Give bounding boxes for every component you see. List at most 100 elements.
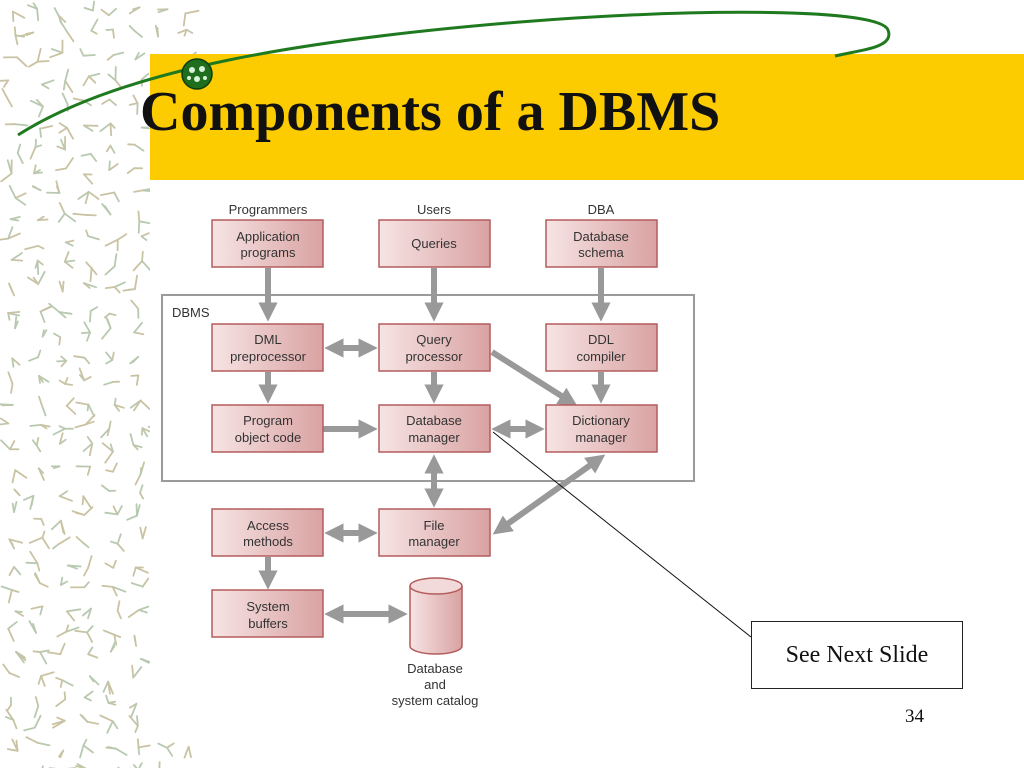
pattern-stroke xyxy=(36,562,41,572)
node-label-line: manager xyxy=(575,430,627,445)
pattern-stroke xyxy=(89,153,98,163)
pattern-stroke xyxy=(112,559,117,569)
pattern-stroke xyxy=(82,541,90,549)
pattern-stroke xyxy=(101,584,114,588)
pattern-stroke xyxy=(40,79,55,86)
pattern-stroke xyxy=(65,157,74,170)
pattern-stroke xyxy=(106,720,114,734)
pattern-stroke xyxy=(113,191,120,203)
pattern-stroke xyxy=(59,642,66,656)
pattern-stroke xyxy=(6,748,19,752)
pattern-stroke xyxy=(87,653,99,659)
pattern-stroke xyxy=(8,538,24,544)
pattern-stroke xyxy=(116,542,125,552)
pattern-stroke xyxy=(87,403,96,418)
pattern-stroke xyxy=(109,443,114,453)
pattern-stroke xyxy=(72,212,88,216)
pattern-stroke xyxy=(58,490,69,498)
pattern-stroke xyxy=(9,215,21,221)
pattern-stroke xyxy=(154,24,159,38)
header-dba: DBA xyxy=(588,202,615,217)
pattern-stroke xyxy=(35,436,40,447)
pattern-stroke xyxy=(185,28,194,34)
pattern-stroke xyxy=(39,582,49,588)
pattern-stroke xyxy=(137,210,141,223)
pattern-stroke xyxy=(74,423,87,429)
pattern-stroke xyxy=(104,450,114,464)
pattern-stroke xyxy=(15,650,25,664)
pattern-stroke xyxy=(63,691,67,701)
pattern-stroke xyxy=(104,511,119,516)
pattern-stroke xyxy=(127,609,140,618)
pattern-stroke xyxy=(60,576,64,586)
pattern-stroke xyxy=(87,190,100,200)
pattern-stroke xyxy=(59,519,65,534)
pattern-stroke xyxy=(8,538,14,546)
pattern-stroke xyxy=(102,680,109,693)
pattern-stroke xyxy=(35,99,44,108)
pattern-stroke xyxy=(32,622,37,634)
node-dictionary-manager: Dictionary manager xyxy=(545,404,658,453)
pattern-stroke xyxy=(65,626,80,633)
pattern-stroke xyxy=(128,6,141,15)
node-file-manager: File manager xyxy=(378,508,491,557)
pattern-stroke xyxy=(32,276,40,285)
pattern-stroke xyxy=(87,607,92,620)
pattern-stroke xyxy=(83,581,90,589)
pattern-stroke xyxy=(38,375,41,384)
node-label-line: Query xyxy=(416,332,452,347)
arrows-group xyxy=(258,268,611,624)
pattern-stroke xyxy=(33,705,40,719)
pattern-stroke xyxy=(7,371,14,385)
pattern-stroke xyxy=(89,306,99,312)
pattern-stroke xyxy=(13,488,21,497)
pattern-stroke xyxy=(109,645,116,653)
pattern-stroke xyxy=(59,19,68,33)
pattern-stroke xyxy=(112,462,118,473)
pattern-stroke xyxy=(62,79,67,91)
pattern-stroke xyxy=(22,494,35,501)
pattern-stroke xyxy=(101,484,111,492)
pattern-stroke xyxy=(52,427,67,436)
pattern-stroke xyxy=(130,702,138,718)
pattern-stroke xyxy=(0,439,11,451)
pattern-stroke xyxy=(64,376,69,385)
pattern-stroke xyxy=(107,702,117,706)
pattern-stroke xyxy=(139,466,143,475)
pattern-stroke xyxy=(101,202,112,216)
pattern-stroke xyxy=(113,253,118,268)
pattern-stroke xyxy=(58,379,67,385)
pattern-stroke xyxy=(33,714,42,729)
pattern-stroke xyxy=(39,127,42,138)
pattern-stroke xyxy=(113,404,125,409)
pattern-stroke xyxy=(52,543,60,550)
pattern-stroke xyxy=(116,505,123,516)
pattern-stroke xyxy=(33,573,41,585)
pattern-stroke xyxy=(101,327,112,340)
pattern-stroke xyxy=(141,427,151,433)
pattern-stroke xyxy=(0,585,13,591)
pattern-stroke xyxy=(37,349,42,359)
pattern-stroke xyxy=(86,331,91,342)
pattern-stroke xyxy=(35,444,42,453)
pattern-stroke xyxy=(111,585,127,593)
pattern-stroke xyxy=(87,555,93,569)
pattern-stroke xyxy=(131,664,135,679)
pattern-stroke xyxy=(63,259,76,263)
pattern-stroke xyxy=(182,12,187,27)
pattern-stroke xyxy=(100,8,110,17)
pattern-stroke xyxy=(107,746,118,750)
pattern-stroke xyxy=(111,351,115,361)
pattern-stroke xyxy=(86,625,94,634)
pattern-stroke xyxy=(112,505,119,516)
pattern-stroke xyxy=(65,397,75,407)
node-label-line: Application xyxy=(236,229,300,244)
pattern-stroke xyxy=(32,185,42,192)
pattern-stroke xyxy=(34,138,37,149)
pattern-stroke xyxy=(132,444,139,451)
pattern-stroke xyxy=(14,610,23,613)
pattern-stroke xyxy=(73,355,86,359)
database-cylinder-icon xyxy=(409,577,463,655)
pattern-stroke xyxy=(81,715,89,723)
pattern-stroke xyxy=(64,68,70,82)
